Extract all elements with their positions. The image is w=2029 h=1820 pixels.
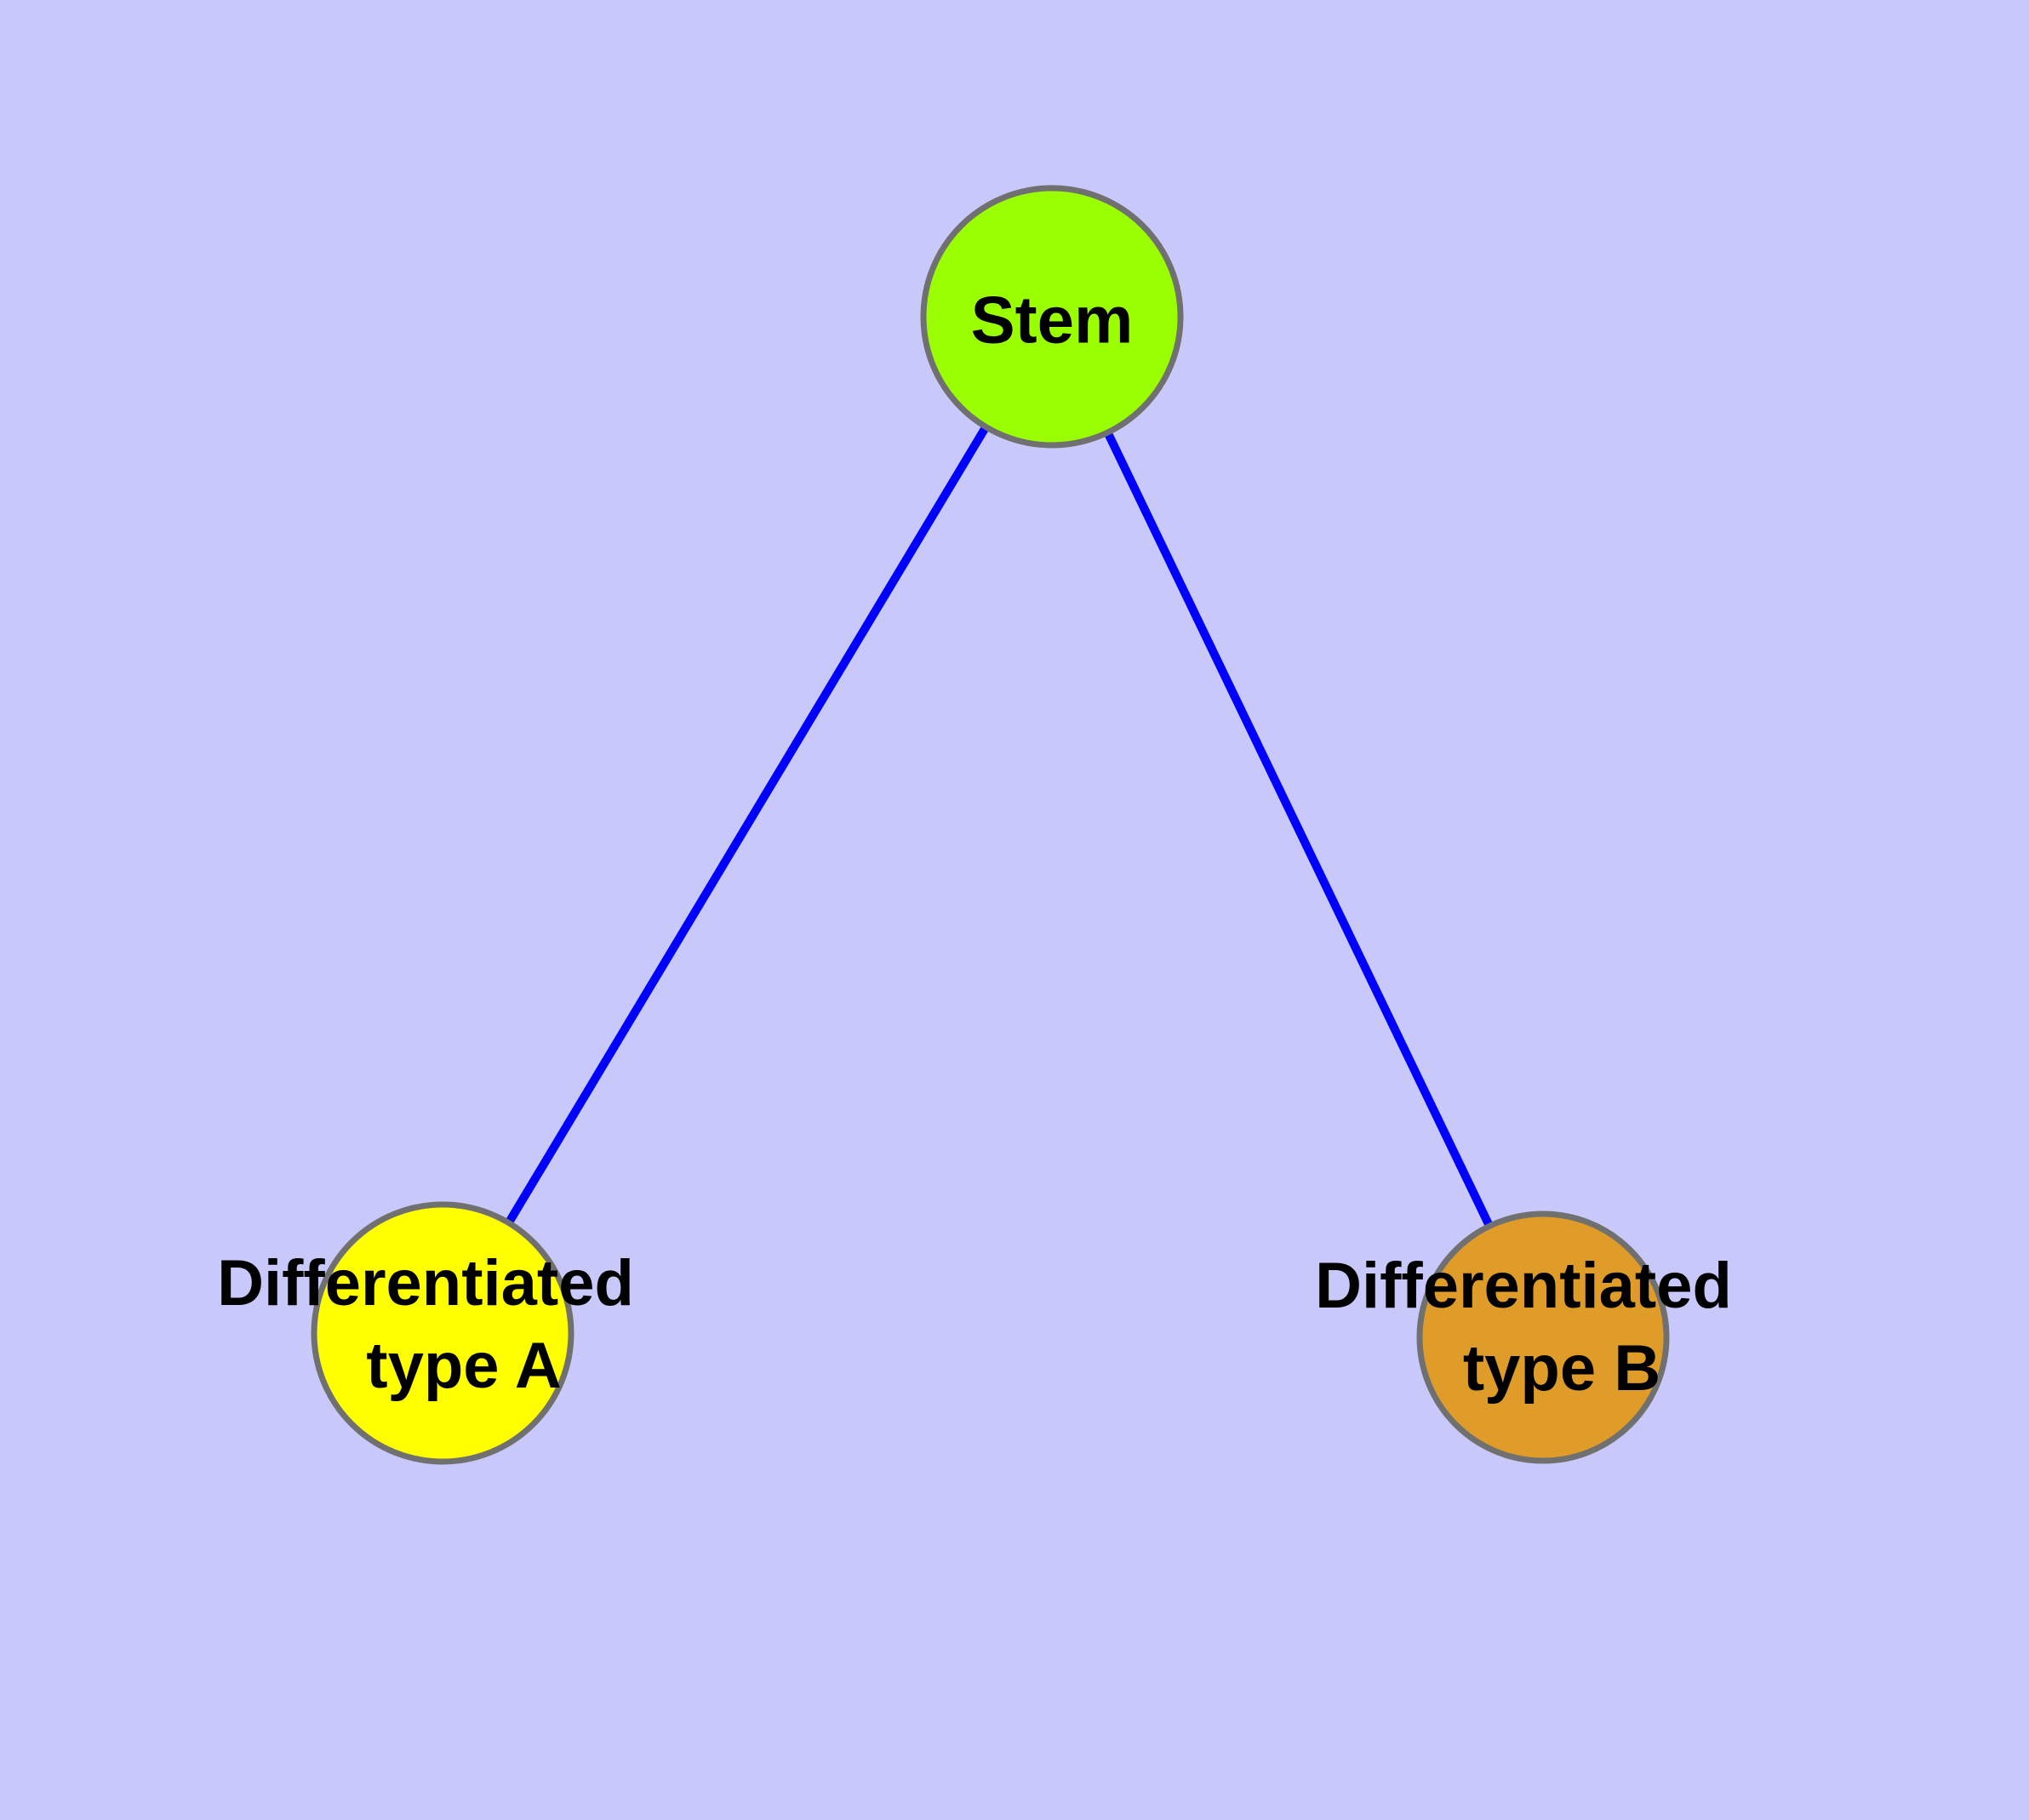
nodes-layer: Stem Differentiated type A Differentiate… — [217, 185, 1732, 1465]
node-differentiated-type-a[interactable]: Differentiated type A — [217, 1201, 634, 1465]
node-stem[interactable]: Stem — [920, 185, 1184, 449]
node-differentiated-type-a-circle[interactable] — [311, 1201, 574, 1465]
node-stem-label: Stem — [971, 283, 1134, 358]
node-differentiated-type-a-label-line2: type A — [366, 1330, 561, 1402]
edge-stem-to-differentiated-type-a[interactable] — [438, 314, 1056, 1336]
node-differentiated-type-a-label-line1: Differentiated — [217, 1247, 634, 1319]
node-differentiated-type-b-label-line1: Differentiated — [1315, 1250, 1732, 1322]
node-differentiated-type-b[interactable]: Differentiated type B — [1315, 1210, 1732, 1464]
node-stem-circle[interactable] — [920, 185, 1184, 449]
edges-layer — [438, 314, 1547, 1340]
node-differentiated-type-b-circle[interactable] — [1416, 1210, 1670, 1464]
node-differentiated-type-b-label-line2: type B — [1463, 1332, 1660, 1405]
edge-stem-to-differentiated-type-b[interactable] — [1048, 314, 1547, 1340]
